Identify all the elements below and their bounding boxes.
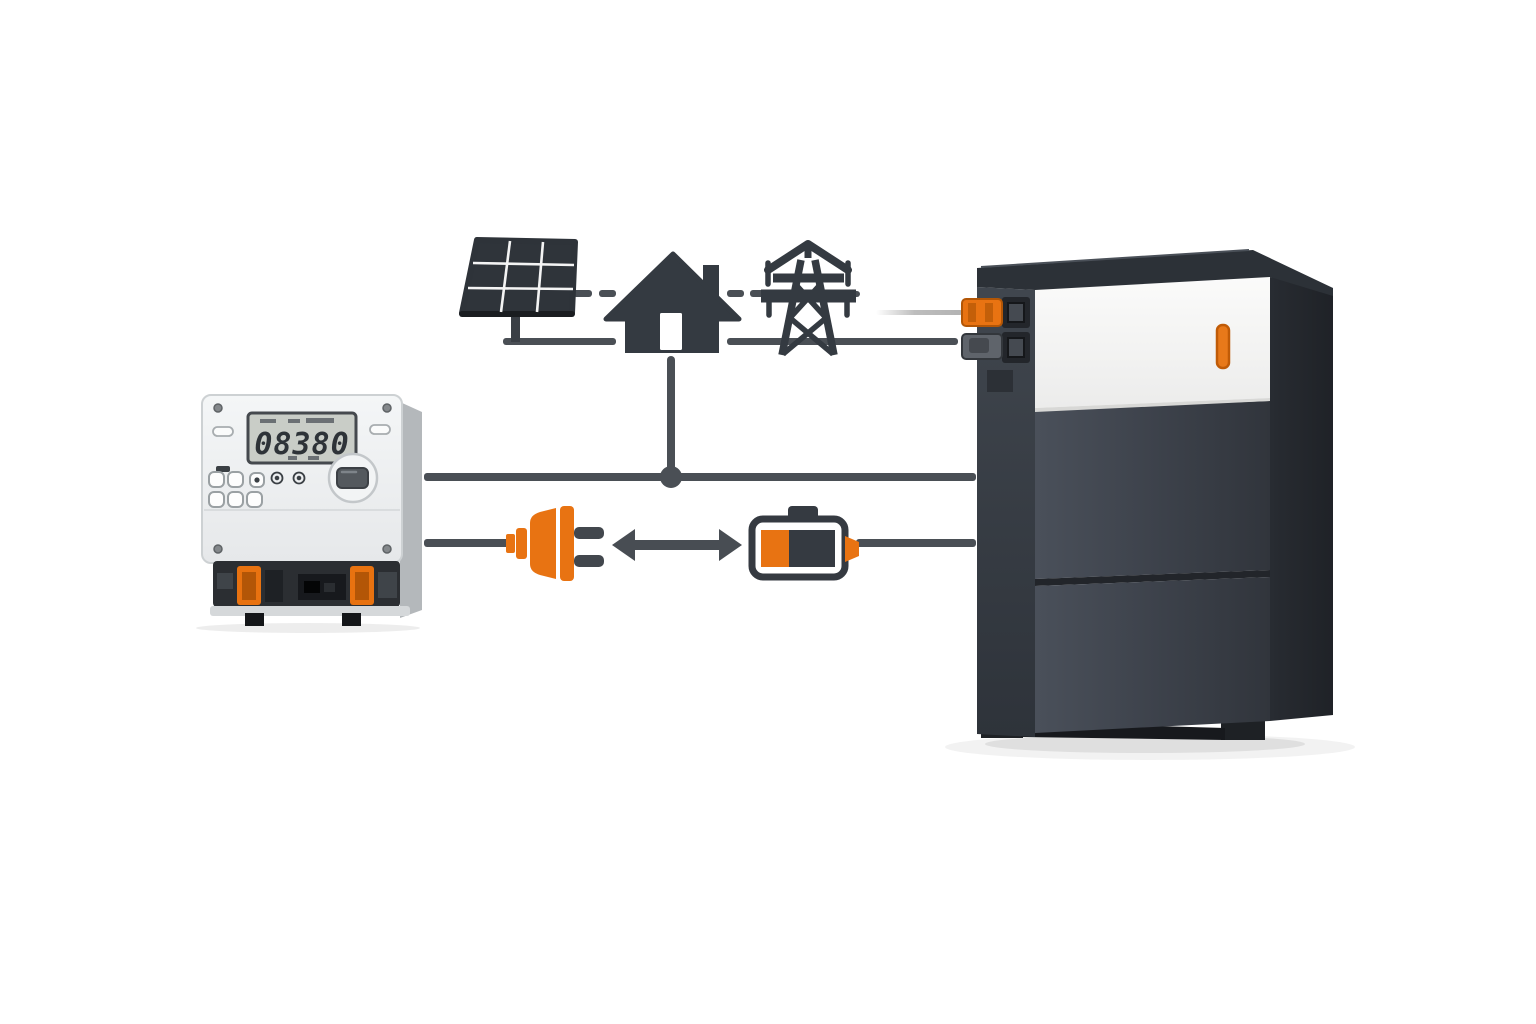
meter-base: [210, 606, 410, 616]
unit-foot-right: [1221, 720, 1265, 740]
arrow-head-right: [719, 529, 742, 561]
ground-line-right: [727, 338, 958, 345]
plug-prong-top: [574, 527, 604, 539]
solar-panel-grid: [467, 240, 575, 313]
meter-button: [227, 471, 244, 488]
ground-line-left: [503, 338, 616, 345]
meter-screws: [213, 403, 392, 554]
meter-slot-left: [212, 426, 234, 437]
junction-dot: [660, 466, 682, 488]
arrow-head-left: [612, 529, 635, 561]
meter-button: [246, 491, 263, 508]
power-plug-icon: [506, 506, 604, 581]
battery-empty-fill: [789, 530, 835, 567]
plug-prong-bottom: [574, 555, 604, 567]
meter-small-icons: [270, 471, 306, 485]
double-arrow-icon: [612, 529, 742, 561]
battery-to-unit-line: [856, 539, 976, 547]
connection-dash-house-pylon-2: [750, 290, 766, 297]
meter-lcd-value: 08380: [254, 427, 349, 462]
pylon-right-leg: [811, 259, 838, 356]
unit-right-side: [1270, 277, 1333, 721]
meter-to-unit-line: [424, 473, 976, 481]
battery-level-icon: [748, 506, 859, 581]
power-grid-pylon-icon: [761, 240, 856, 357]
pylon-braces: [781, 284, 835, 357]
solar-panel-post: [511, 310, 520, 342]
plug-body: [530, 508, 556, 579]
house-roof: [603, 251, 742, 322]
unit-connector-gray: [961, 333, 1003, 360]
connection-dash-solar-house-2: [599, 290, 616, 297]
meter-side-panel: [400, 402, 422, 618]
lcd-top-markers: [260, 418, 334, 423]
battery-storage-unit: [945, 249, 1355, 760]
lcd-bottom-markers: [288, 456, 319, 460]
unit-inverter-panel: [1035, 277, 1270, 408]
unit-battery-module-2: [1035, 577, 1270, 733]
battery-nub: [845, 536, 859, 562]
connection-dash-house-pylon-1: [727, 290, 744, 297]
meter-to-plug-line: [424, 539, 512, 547]
house-icon: [603, 251, 742, 353]
plug-face: [560, 506, 574, 581]
meter-button: [208, 471, 225, 488]
meter-lcd: [246, 411, 358, 465]
meter-button: [208, 491, 225, 508]
solar-panel-frame: [459, 237, 578, 316]
unit-connector-orange: [961, 298, 1003, 327]
arrow-shaft: [631, 540, 723, 550]
meter-terminal-orange-right: [350, 566, 374, 605]
unit-left-side: [977, 287, 1035, 737]
unit-battery-module-1: [1035, 401, 1270, 579]
connection-dash-solar-house-1: [573, 290, 592, 297]
battery-charge-fill: [761, 530, 789, 567]
solar-panel-icon: [459, 237, 578, 342]
house-drop-line: [667, 356, 675, 478]
faded-line-to-orange-connector: [876, 310, 962, 315]
meter-status-glyph: [216, 466, 230, 472]
smart-meter: 08380: [196, 394, 422, 633]
house-door: [660, 313, 682, 350]
meter-button: [227, 491, 244, 508]
unit-status-led: [1215, 323, 1231, 370]
pylon-left-leg: [778, 259, 805, 356]
meter-terminal-orange-left: [237, 566, 261, 605]
unit-top-cap: [977, 250, 1333, 296]
meter-slot-right: [369, 424, 391, 435]
